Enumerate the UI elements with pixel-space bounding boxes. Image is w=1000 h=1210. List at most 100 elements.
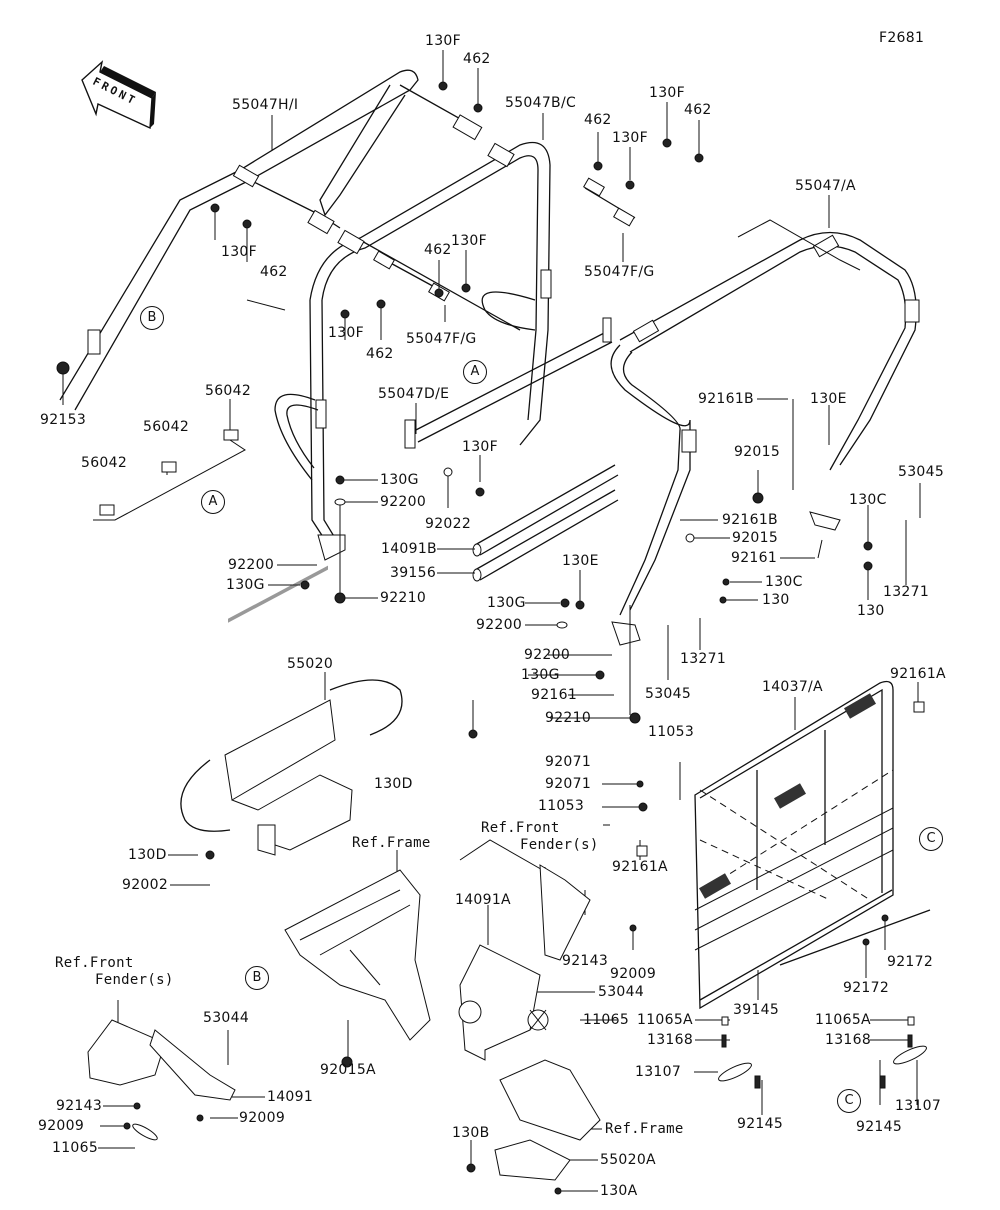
part-label: 462 (463, 51, 491, 67)
part-label: 130F (612, 130, 648, 146)
part-label: 92172 (887, 954, 934, 970)
reference-label: Ref.Frame (605, 1121, 684, 1137)
part-label: 92015A (320, 1062, 376, 1078)
part-label: 53045 (898, 464, 945, 480)
part-label: 92071 (545, 754, 592, 770)
tailgate-14037A (694, 680, 894, 1010)
part-label: 130C (765, 574, 803, 590)
part-label: 55020A (600, 1152, 656, 1168)
rops-front-55047BC (274, 141, 552, 561)
part-label: 92009 (38, 1118, 85, 1134)
part-label: 13107 (895, 1098, 942, 1114)
part-label: 92161 (531, 687, 578, 703)
part-label: 92200 (476, 617, 523, 633)
part-label: 130F (425, 33, 461, 49)
fasteners (56, 81, 931, 1195)
part-label: 55047/A (795, 178, 856, 194)
part-label: 130D (128, 847, 167, 863)
part-label: 92143 (562, 953, 609, 969)
part-label: 130G (487, 595, 526, 611)
part-label: 130 (762, 592, 790, 608)
part-label: 130G (521, 667, 560, 683)
rops-rear-55047A (610, 231, 920, 646)
part-label: 92153 (40, 412, 87, 428)
part-label: 11065A (815, 1012, 871, 1028)
part-label: 92161 (731, 550, 778, 566)
part-label: 13271 (680, 651, 727, 667)
part-label: 130 (857, 603, 885, 619)
fender-panel-14091 (87, 1019, 236, 1141)
part-label: 92015 (734, 444, 781, 460)
reference-label: Ref.Frame (352, 835, 431, 851)
callout-a: A (201, 490, 225, 514)
front-arrow-icon (81, 60, 156, 130)
reference-label: Fender(s) (95, 972, 174, 988)
callout-b: B (245, 966, 269, 990)
part-label: 53044 (203, 1010, 250, 1026)
part-label: 92009 (610, 966, 657, 982)
callout-a: A (463, 360, 487, 384)
part-label: 55047F/G (406, 331, 477, 347)
part-label: 92210 (380, 590, 427, 606)
part-label: 130B (452, 1125, 490, 1141)
part-label: 53044 (598, 984, 645, 1000)
part-label: 130D (374, 776, 413, 792)
part-label: 13107 (635, 1064, 682, 1080)
part-label: 56042 (205, 383, 252, 399)
part-label: 130F (649, 85, 685, 101)
reference-label: Ref.Front (55, 955, 134, 971)
part-label: 13168 (825, 1032, 872, 1048)
part-label: 130C (849, 492, 887, 508)
part-label: 92015 (732, 530, 779, 546)
part-label: 92161A (890, 666, 946, 682)
part-label: 92022 (425, 516, 472, 532)
part-label: 130F (328, 325, 364, 341)
part-label: 92161B (698, 391, 754, 407)
part-label: 92200 (228, 557, 275, 573)
roof-bar-55047HI (59, 69, 483, 411)
part-label: 462 (424, 242, 452, 258)
part-label: 55047H/I (232, 97, 299, 113)
diagonal-bar-55047DE (404, 317, 613, 449)
part-label: 55047B/C (505, 95, 577, 111)
part-label: 462 (584, 112, 612, 128)
part-label: 130E (562, 553, 599, 569)
part-label: 92145 (737, 1116, 784, 1132)
part-label: 11053 (648, 724, 695, 740)
part-label: 55047F/G (584, 264, 655, 280)
reference-label: Ref.Front (481, 820, 560, 836)
part-label: 92172 (843, 980, 890, 996)
part-label: 130F (221, 244, 257, 260)
part-label: 462 (366, 346, 394, 362)
part-label: 56042 (143, 419, 190, 435)
part-label: 14091B (381, 541, 437, 557)
part-label: 130G (380, 472, 419, 488)
callout-b: B (140, 306, 164, 330)
part-label: 14091 (267, 1089, 314, 1105)
part-label: 39145 (733, 1002, 780, 1018)
part-label: 130F (451, 233, 487, 249)
part-label: 14037/A (762, 679, 823, 695)
mesh-vent (699, 693, 876, 899)
part-label: 11065 (583, 1012, 630, 1028)
part-label: 130A (600, 1183, 638, 1199)
callout-c: C (837, 1089, 861, 1113)
part-label: 14091A (455, 892, 511, 908)
part-label: 92071 (545, 776, 592, 792)
frame-reference (284, 869, 431, 1041)
callout-c: C (919, 827, 943, 851)
part-label: 92143 (56, 1098, 103, 1114)
part-label: 39156 (390, 565, 437, 581)
fender-panel-14091A (458, 864, 591, 1061)
part-label: 92200 (524, 647, 571, 663)
part-label: 55020 (287, 656, 334, 672)
part-label: 53045 (645, 686, 692, 702)
skid-plate-55020A (494, 1059, 601, 1181)
part-label: 92161B (722, 512, 778, 528)
part-label: 11065 (52, 1140, 99, 1156)
part-label: 11065A (637, 1012, 693, 1028)
part-label: 92161A (612, 859, 668, 875)
part-label: 92210 (545, 710, 592, 726)
